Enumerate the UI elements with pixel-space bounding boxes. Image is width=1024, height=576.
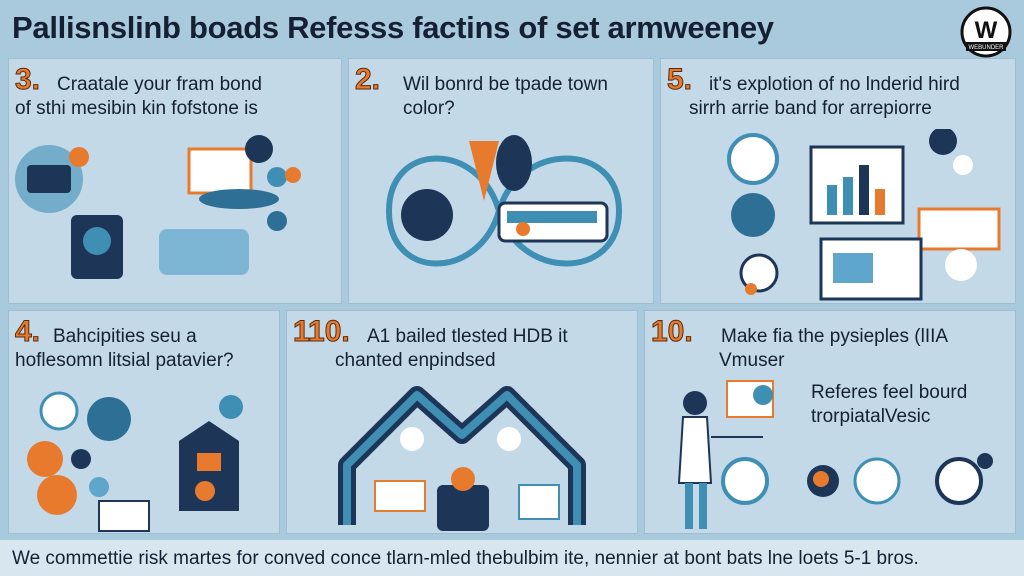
robot-icon bbox=[516, 222, 530, 236]
lightbulb-icon bbox=[400, 427, 424, 451]
chart-icon bbox=[87, 397, 131, 441]
folder-card bbox=[917, 207, 1001, 251]
panel-3: 5. it's explotion of no lnderid hird sir… bbox=[660, 58, 1016, 304]
face-icon bbox=[195, 481, 215, 501]
brand-logo: W WEBUNDER bbox=[960, 6, 1012, 58]
user-avatar-icon bbox=[83, 227, 111, 255]
device-icon bbox=[39, 391, 79, 431]
network-icon bbox=[727, 133, 779, 185]
check-icon bbox=[89, 477, 109, 497]
gear-icon-large bbox=[731, 193, 775, 237]
panel-5-heading: A1 bailed tlested HDB it bbox=[367, 326, 568, 347]
shield-icon bbox=[37, 475, 77, 515]
wrench-icon bbox=[267, 211, 287, 231]
card-icon bbox=[374, 480, 426, 512]
padlock-icon bbox=[497, 427, 521, 451]
panel-1-number: 3. bbox=[14, 63, 41, 97]
panel-1-subheading: of sthi mesibin kin fofstone is bbox=[15, 98, 258, 119]
chip-icon bbox=[267, 167, 287, 187]
panel-2-number: 2. bbox=[354, 63, 381, 97]
panel-6-number: 10. bbox=[651, 315, 694, 349]
gear-icon bbox=[245, 135, 273, 163]
team-icon bbox=[853, 457, 901, 505]
panel-6-subheading: Vmuser bbox=[719, 350, 785, 371]
panel-2-heading: Wil bonrd be tpade town bbox=[403, 74, 608, 95]
logo-subtext: WEBUNDER bbox=[968, 45, 1004, 51]
panel-5-subheading: chanted enpindsed bbox=[335, 350, 496, 371]
screen-icon bbox=[518, 484, 560, 520]
panel-3-subheading: sirrh arrie band for arrepiorre bbox=[689, 98, 932, 119]
title-bar: Pallisnslinb boads Refesss factins of se… bbox=[0, 0, 1024, 58]
user-icon bbox=[929, 129, 957, 155]
star-icon bbox=[977, 453, 993, 469]
panel-5: 110. A1 bailed tlested HDB it chanted en… bbox=[286, 310, 638, 534]
dot-icon bbox=[745, 283, 757, 295]
badge-icon bbox=[69, 147, 89, 167]
panel-4-subheading: hoflesomn litsial patavier? bbox=[15, 350, 234, 371]
train-windows-icon bbox=[507, 211, 597, 223]
tools-icon bbox=[159, 229, 249, 275]
panel-4-heading: Bahcipities seu a bbox=[53, 326, 197, 347]
panel-4: 4. Bahcipities seu a hoflesomn litsial p… bbox=[8, 310, 280, 534]
panel-1-illustration bbox=[15, 135, 301, 279]
panel-6-extra-subheading: trorpiatalVesic bbox=[811, 406, 931, 427]
person-icon bbox=[496, 135, 532, 191]
panel-2-subheading: color? bbox=[403, 98, 455, 119]
funnel-icon bbox=[469, 141, 499, 201]
panel-6-illustration bbox=[677, 380, 993, 529]
page-title: Pallisnslinb boads Refesss factins of se… bbox=[12, 10, 774, 45]
award-icon bbox=[935, 457, 983, 505]
logo-letter: W bbox=[975, 17, 998, 44]
panel-1-heading: Craatale your fram bond bbox=[57, 74, 262, 95]
panel-5-illustration bbox=[338, 386, 586, 531]
alert-icon bbox=[285, 167, 301, 183]
panel-1: 3. Craatale your fram bond of sthi mesib… bbox=[8, 58, 342, 304]
panel-6-heading: Make fia the pysieples (lIIA bbox=[721, 326, 949, 347]
panel-4-illustration bbox=[27, 391, 243, 532]
document-icon bbox=[27, 441, 63, 477]
footer: We commettie risk martes for conved conc… bbox=[0, 540, 1024, 576]
panel-3-heading: it's explotion of no lnderid hird bbox=[709, 74, 960, 95]
panel-4-number: 4. bbox=[14, 315, 41, 349]
lock-icon bbox=[739, 253, 779, 293]
presenter-head-icon bbox=[683, 391, 707, 415]
infinity-cable-icon bbox=[385, 155, 623, 267]
panel-3-number: 5. bbox=[666, 63, 693, 97]
panel-6: 10. Make fia the pysieples (lIIA Vmuser … bbox=[644, 310, 1016, 534]
worker-icon bbox=[437, 485, 489, 531]
shield-check-icon bbox=[219, 395, 243, 419]
info-icon bbox=[753, 385, 773, 405]
panel-2-illustration bbox=[385, 135, 623, 267]
panel-2: 2. Wil bonrd be tpade town color? bbox=[348, 58, 654, 304]
panel-3-illustration bbox=[727, 129, 1001, 301]
panel-5-number: 110. bbox=[293, 315, 351, 349]
settings-icon bbox=[953, 155, 973, 175]
tray-icon bbox=[199, 189, 279, 209]
gear-small-icon bbox=[71, 449, 91, 469]
monitor-icon bbox=[187, 147, 253, 195]
presenter-icon bbox=[677, 416, 713, 484]
device-screen-icon bbox=[27, 165, 71, 193]
footer-text: We commettie risk martes for conved conc… bbox=[12, 548, 919, 569]
bar-chart-card bbox=[809, 145, 905, 225]
puzzle-icon bbox=[945, 249, 977, 281]
target-icon bbox=[721, 457, 769, 505]
panel-6-extra-heading: Referes feel bourd bbox=[811, 382, 968, 403]
laptop-icon bbox=[98, 500, 150, 532]
globe-icon bbox=[401, 189, 453, 241]
